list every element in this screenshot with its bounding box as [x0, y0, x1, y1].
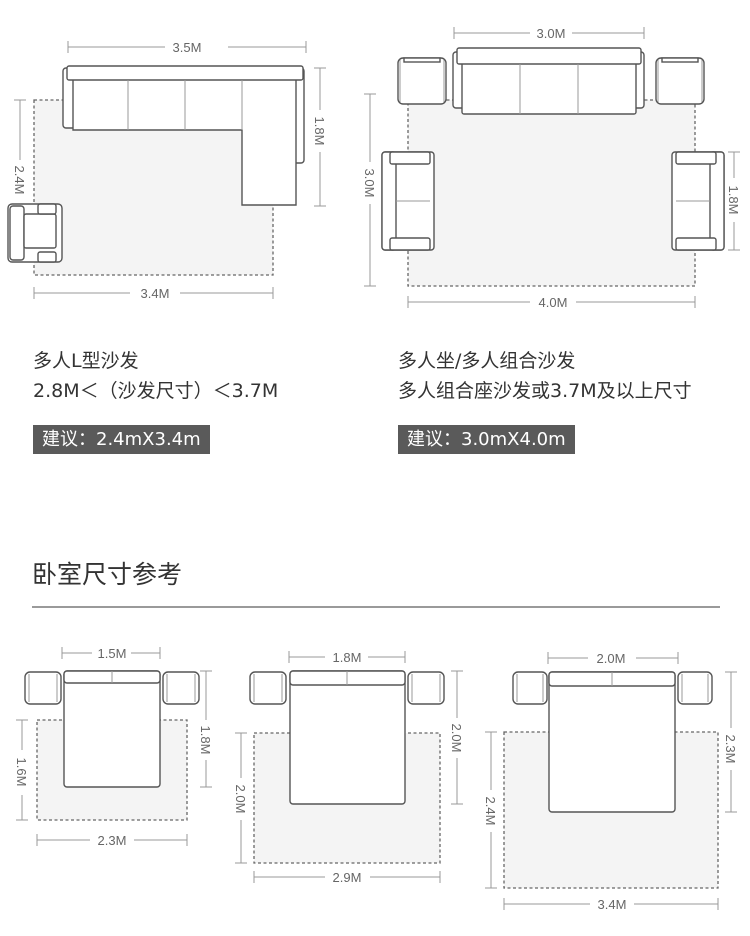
nightstand-right-3: [677, 671, 713, 705]
l-sofa-title: 多人L型沙发: [33, 350, 139, 372]
bedroom-plan-3: 2.0M 2.3M 2.4M 3.4M: [483, 651, 738, 912]
dim-label-rug-height: 2.0M: [233, 785, 248, 814]
section-divider: [32, 606, 720, 608]
bed-1: [63, 670, 161, 788]
nightstand-left-1: [24, 671, 62, 705]
ottoman-right: [655, 57, 705, 105]
dim-label-rug-width: 3.4M: [141, 286, 170, 301]
dim-label-bed-length: 2.0M: [449, 724, 464, 753]
dim-label-rug-width: 3.4M: [598, 897, 627, 912]
dim-label-sofa-width: 3.5M: [173, 40, 202, 55]
dim-label-rug-width: 4.0M: [539, 295, 568, 310]
bed-3: [548, 671, 676, 813]
group-sofa-rug: [407, 99, 696, 287]
side-sofa-right: [671, 151, 725, 251]
nightstand-left-3: [512, 671, 548, 705]
dim-label-sofa-width: 3.0M: [537, 26, 566, 41]
ottoman-left: [397, 57, 447, 105]
dim-label-rug-height: 1.6M: [14, 758, 29, 787]
dim-label-rug-width: 2.9M: [333, 870, 362, 885]
l-sofa-plan: 3.5M 1.8M 2.4M 3.4M: [7, 40, 327, 301]
dim-label-side-sofa: 1.8M: [726, 186, 741, 215]
side-sofa-left: [381, 151, 435, 251]
nightstand-right-1: [162, 671, 200, 705]
dim-label-rug-width: 2.3M: [98, 833, 127, 848]
bedroom-section-title: 卧室尺寸参考: [32, 560, 183, 589]
dim-label-rug-height: 2.4M: [483, 797, 498, 826]
dim-label-rug-height: 3.0M: [362, 169, 377, 198]
dim-label-sofa-depth: 1.8M: [312, 117, 327, 146]
group-sofa-subtitle: 多人组合座沙发或3.7M及以上尺寸: [398, 380, 692, 402]
bedroom-plan-2: 1.8M 2.0M 2.0M 2.9M: [233, 650, 464, 885]
dim-label-bed-width: 2.0M: [597, 651, 626, 666]
armchair: [7, 203, 63, 263]
l-sofa-subtitle: 2.8M＜（沙发尺寸）＜3.7M: [33, 380, 279, 402]
l-sofa: [62, 65, 305, 206]
bedroom-plan-1: 1.5M 1.8M 1.6M 2.3M: [14, 646, 213, 848]
group-sofa-badge: 建议：3.0mX4.0m: [398, 425, 575, 454]
main-sofa: [452, 47, 645, 115]
group-sofa-title: 多人坐/多人组合沙发: [398, 350, 576, 372]
dim-label-rug-height: 2.4M: [12, 166, 27, 195]
nightstand-left-2: [249, 671, 287, 705]
nightstand-right-2: [407, 671, 445, 705]
dim-label-bed-width: 1.5M: [98, 646, 127, 661]
group-sofa-plan: 3.0M 3.0M 1.8M 4.0M: [362, 26, 741, 310]
dim-label-bed-length: 1.8M: [198, 726, 213, 755]
dim-label-bed-length: 2.3M: [723, 735, 738, 764]
l-sofa-badge: 建议：2.4mX3.4m: [33, 425, 210, 454]
bed-2: [289, 670, 406, 805]
dim-label-bed-width: 1.8M: [333, 650, 362, 665]
